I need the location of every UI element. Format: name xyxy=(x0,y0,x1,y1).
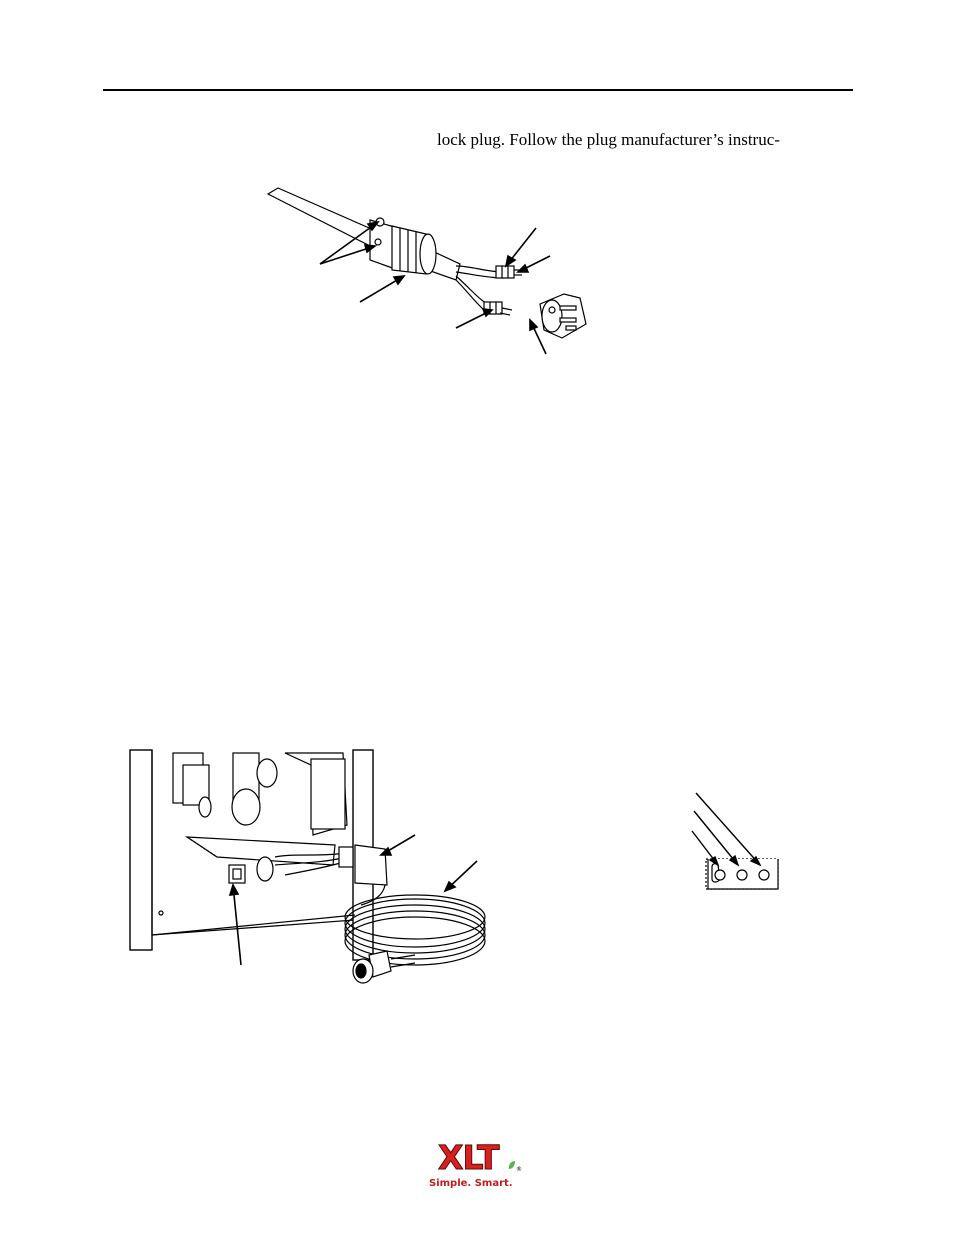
internal-wiring xyxy=(274,846,354,876)
junction-box xyxy=(354,844,388,886)
plug-assembly-diagram xyxy=(266,187,587,355)
registered-mark-icon: ® xyxy=(516,1166,522,1173)
header-rule xyxy=(103,89,853,91)
strain-relief-nut xyxy=(391,225,437,275)
cord-plug-end xyxy=(352,950,416,984)
callout-arrows xyxy=(691,792,762,867)
coiled-power-cord xyxy=(344,884,486,966)
body-text-line: lock plug. Follow the plug manufacturer’… xyxy=(437,130,780,149)
logo-mark: XLT xyxy=(438,1138,501,1177)
callout-arrows xyxy=(228,834,478,966)
internal-components xyxy=(172,752,348,836)
three-pin-connector-diagram xyxy=(691,792,779,890)
xlt-logo: XLT ® Simple. Smart. xyxy=(428,1138,528,1192)
plug-head xyxy=(539,293,587,339)
leaf-icon xyxy=(508,1161,515,1169)
wire-leads xyxy=(455,265,522,316)
strain-relief-body xyxy=(369,217,399,271)
logo-tagline: Simple. Smart. xyxy=(429,1178,513,1189)
callout-arrows xyxy=(319,220,551,355)
control-tray xyxy=(184,836,336,884)
oven-underside-diagram xyxy=(129,749,486,984)
